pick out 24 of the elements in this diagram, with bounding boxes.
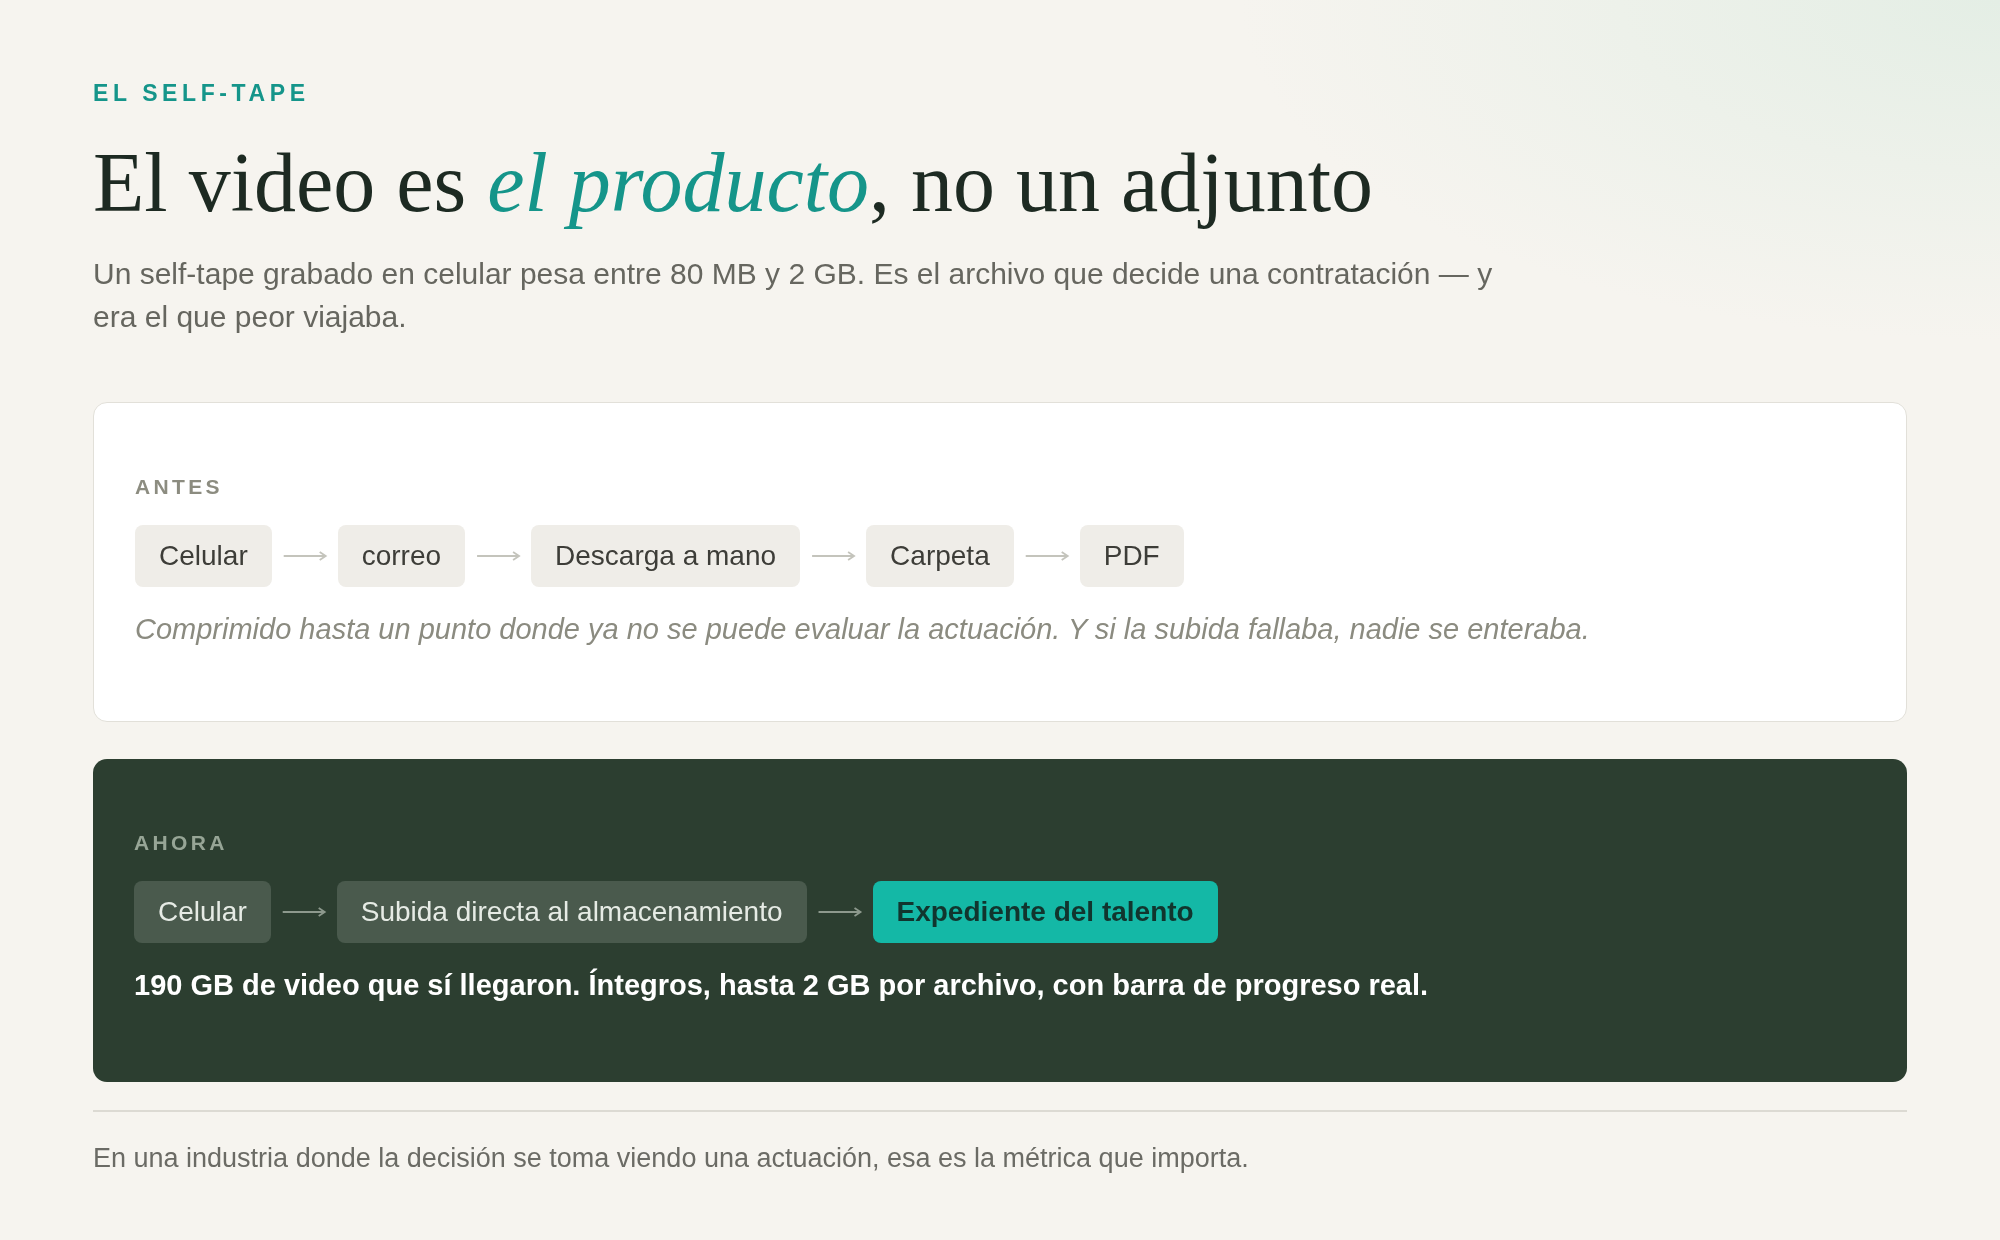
arrow	[817, 907, 862, 917]
note-text: Comprimido hasta un punto donde ya no se puede evaluar la actuación. Y si la subida fallaba, nadie se enteraba.	[135, 612, 1590, 647]
arrow	[282, 551, 327, 561]
page-title: El video es el producto, no un adjunto	[93, 135, 1374, 231]
eyebrow-label: EL SELF-TAPE	[93, 80, 310, 106]
process-step: correo	[337, 525, 466, 587]
subtitle: Un self-tape grabado en celular pesa entre 80 MB y 2 GB. Es el archivo que decide una contratación — y era el que peor viajaba.	[93, 256, 1493, 335]
footer-note: En una industria donde la decisión se toma viendo una actuación, esa es la métrica que importa.	[93, 1142, 1249, 1174]
arrow	[476, 551, 521, 561]
process-step: Subida directa al almacenamiento	[336, 881, 807, 943]
process-step: PDF	[1079, 525, 1184, 587]
arrow	[281, 907, 326, 917]
process-step: Expediente del talento	[872, 881, 1218, 943]
section-heading: ANTES	[135, 475, 223, 499]
arrow	[1024, 551, 1069, 561]
flow-panel	[93, 402, 1907, 722]
process-step: Celular	[135, 525, 272, 587]
process-step: Celular	[134, 881, 271, 943]
note-text: 190 GB de video que sí llegaron. Íntegros, hasta 2 GB por archivo, con barra de progreso real.	[134, 967, 1429, 1003]
process-step: Carpeta	[866, 525, 1014, 587]
arrow	[811, 551, 856, 561]
process-step: Descarga a mano	[531, 525, 801, 587]
section-heading: AHORA	[134, 831, 228, 855]
flow-panel	[93, 759, 1907, 1082]
